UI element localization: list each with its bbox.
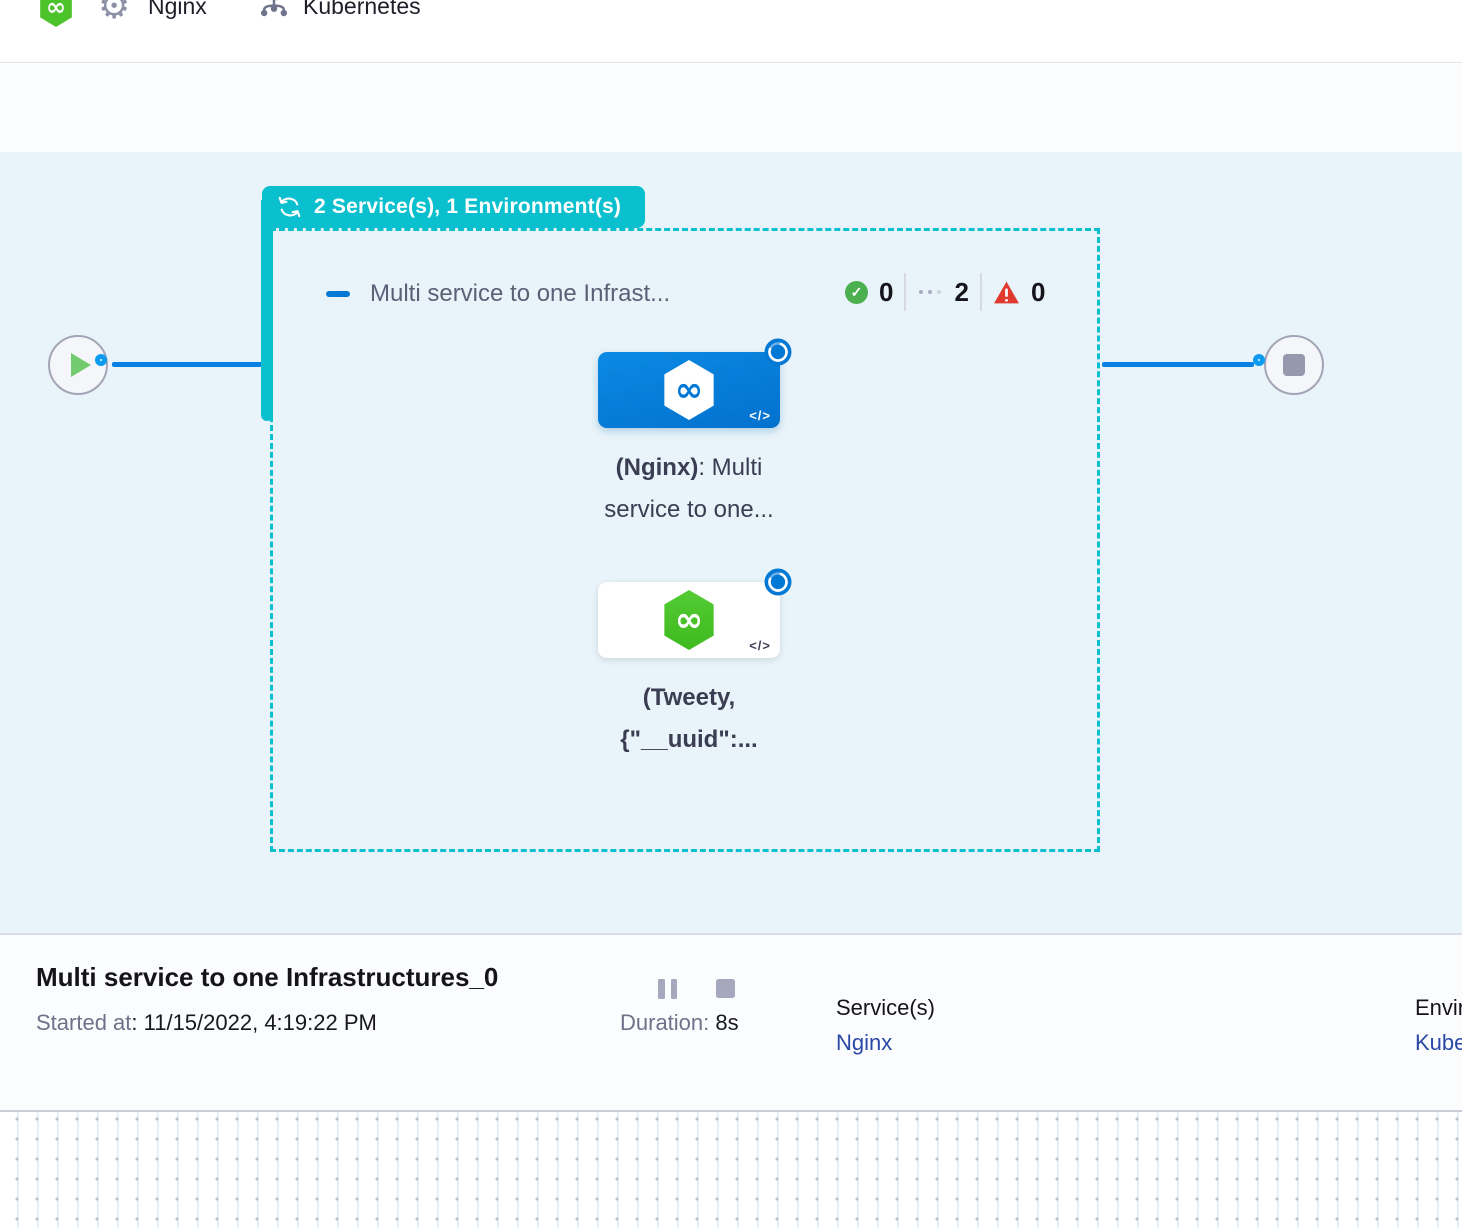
node-name-line2: service to one... [604, 496, 774, 523]
status-divider [904, 273, 907, 311]
header-environment-name[interactable]: Kubernetes [303, 0, 421, 19]
stop-icon [1283, 354, 1305, 376]
running-spinner-icon [764, 568, 792, 596]
stage-status-counts: ✓ 0 2 0 [845, 272, 1045, 312]
running-status-icon [919, 290, 942, 294]
harness-logo-glyph: ∞ [674, 370, 704, 410]
canvas-grid-background [0, 1112, 1462, 1228]
gear-icon[interactable]: ⚙ [98, 0, 131, 27]
environments-label: Environment(s) [1415, 995, 1462, 1020]
code-icon: </> [749, 638, 771, 653]
harness-logo-glyph: ∞ [46, 0, 66, 21]
edge-stage-to-end [1102, 362, 1254, 367]
environment-icon [260, 0, 288, 17]
pipeline-end-node[interactable] [1264, 335, 1324, 395]
node-name-bold: (Tweety, [642, 684, 736, 711]
harness-logo-glyph: ∞ [674, 600, 704, 640]
duration-text: Duration: 8s [620, 1010, 739, 1036]
started-at-value: : 11/15/2022, 4:19:22 PM [131, 1010, 377, 1035]
end-node-port [1253, 354, 1265, 366]
failed-count: 0 [1030, 276, 1046, 307]
harness-logo-icon: ∞ [40, 0, 72, 27]
started-at-text: Started at: 11/15/2022, 4:19:22 PM [36, 1010, 377, 1036]
duration-value: 8s [709, 1010, 739, 1035]
collapse-stage-icon[interactable] [326, 291, 350, 297]
service-node-nginx[interactable]: ∞ </> [598, 352, 780, 428]
success-count: 0 [879, 276, 894, 307]
stage-header: Multi service to one Infrast... [326, 274, 670, 314]
stage-badge-label: 2 Service(s), 1 Environment(s) [314, 195, 622, 218]
services-label: Service(s) [836, 995, 936, 1020]
services-link[interactable]: Nginx [836, 1030, 893, 1055]
status-divider [979, 273, 982, 311]
duration-label: Duration: [620, 1010, 710, 1035]
code-icon: </> [749, 408, 771, 423]
harness-service-icon: ∞ [664, 360, 714, 420]
running-count: 2 [954, 276, 969, 307]
pause-button[interactable] [658, 979, 677, 999]
failed-status-icon [993, 281, 1019, 303]
service-node-tweety[interactable]: ∞ </> [598, 582, 780, 658]
start-node-port [95, 354, 107, 366]
environments-link[interactable]: Kubernetes [1415, 1030, 1462, 1055]
header-service-name[interactable]: Nginx [148, 0, 207, 19]
success-status-icon: ✓ [845, 280, 868, 304]
edge-start-to-stage [112, 362, 264, 367]
stage-title: Multi service to one Infrast... [370, 280, 671, 307]
node-name-bold: (Nginx) [615, 454, 699, 481]
node-name-line2: {"__uuid":... [620, 726, 758, 753]
top-header-bar: ∞ ⚙ Nginx Kubernetes [0, 0, 1462, 63]
running-spinner-icon [764, 338, 792, 366]
stop-button[interactable] [716, 979, 735, 998]
service-node-nginx-label: (Nginx): Multi service to one... [529, 447, 849, 531]
loop-icon [278, 196, 301, 218]
tab-bar: Pipeline Inputs Policy Evaluations [0, 64, 1462, 216]
execution-summary-bar: Multi service to one Infrastructures_0 S… [0, 933, 1462, 1112]
node-name-rest: : Multi [698, 454, 763, 481]
stage-summary-badge[interactable]: 2 Service(s), 1 Environment(s) [262, 186, 646, 228]
play-icon [71, 353, 91, 377]
pipeline-canvas[interactable] [0, 152, 1462, 933]
harness-service-icon: ∞ [664, 590, 714, 650]
stage-selection-box[interactable] [270, 228, 1100, 852]
execution-title: Multi service to one Infrastructures_0 [36, 962, 499, 992]
service-node-tweety-label: (Tweety, {"__uuid":... [529, 677, 849, 761]
started-at-label: Started at [36, 1010, 132, 1035]
